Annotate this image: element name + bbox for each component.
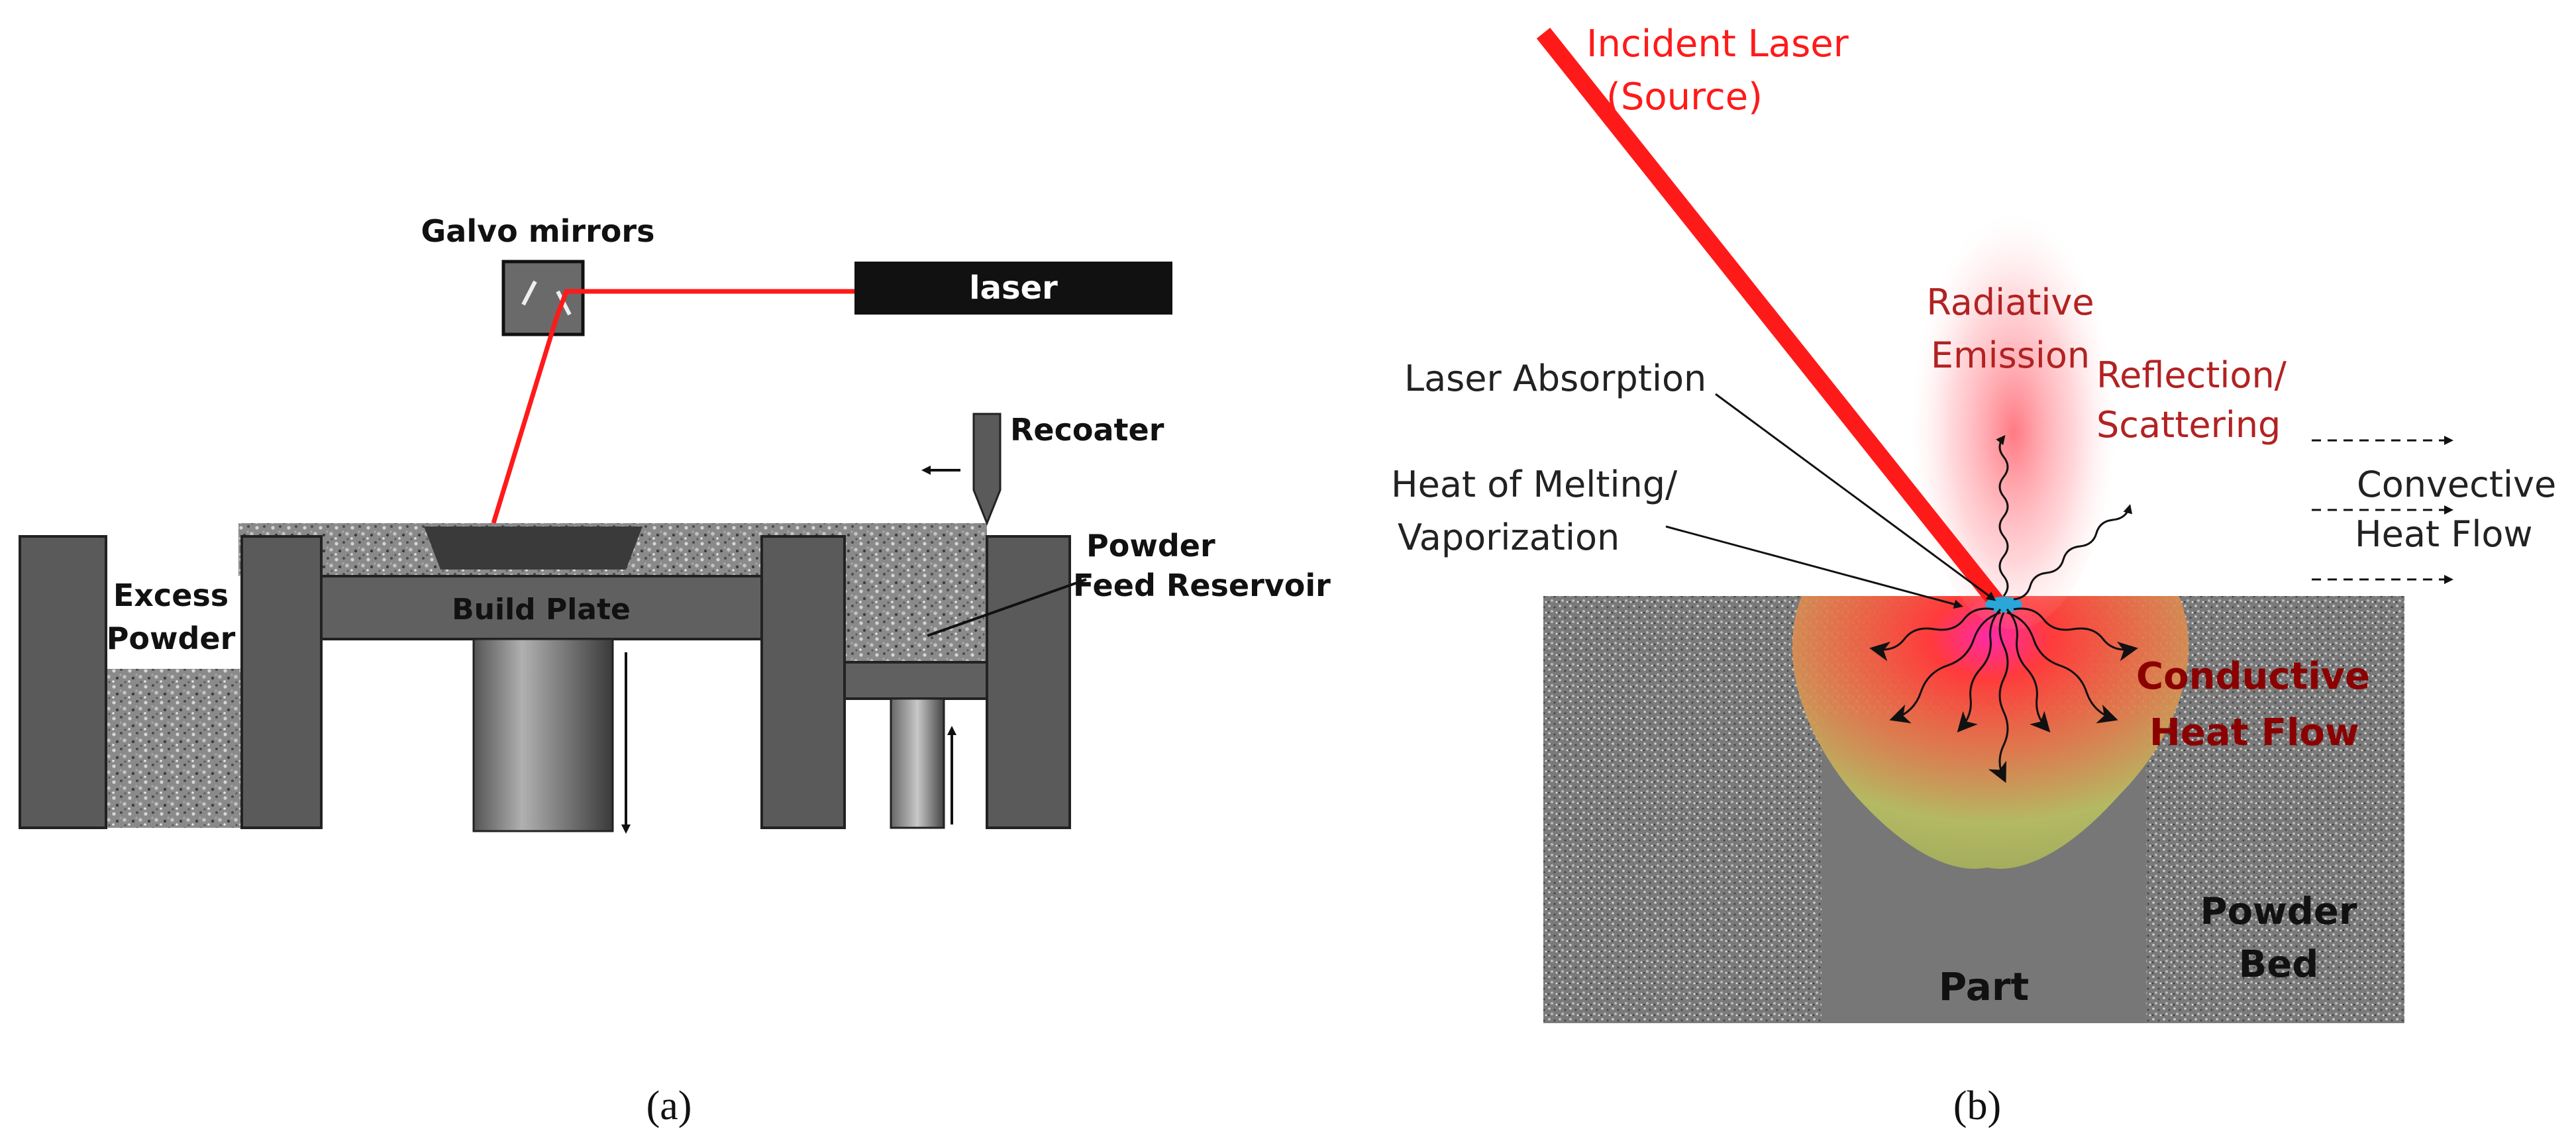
radiative-label-2: Emission xyxy=(1931,334,2090,376)
recoater-label: Recoater xyxy=(1010,412,1164,448)
radiative-plume xyxy=(1911,192,2116,629)
melting-label-2: Vaporization xyxy=(1398,517,1620,558)
melting-pointer xyxy=(1665,525,1963,609)
feed-plate xyxy=(843,661,988,700)
galvo-mirror-1 xyxy=(521,280,537,306)
part-label: Part xyxy=(1939,964,2029,1009)
conductive-arrow-left-mid xyxy=(1957,608,2002,732)
melted-part xyxy=(424,526,643,570)
conductive-arrow-right-mid xyxy=(2006,608,2051,732)
conductive-arrow-right-low xyxy=(2006,611,2118,724)
powder-feed-pointer xyxy=(927,578,1087,637)
convective-label-1: Convective xyxy=(2357,464,2556,505)
excess-powder-label-1: Excess xyxy=(113,577,229,613)
powder-bed-label-1: Powder xyxy=(2200,890,2357,933)
feed-piston xyxy=(890,697,945,829)
incident-laser-label-2: (Source) xyxy=(1606,75,1763,119)
galvo-mirror-box xyxy=(501,260,585,336)
conductive-label-1: Conductive xyxy=(2136,655,2370,698)
excess-powder-bin xyxy=(99,669,245,828)
right-outer-wall xyxy=(986,535,1071,829)
conductive-arrow-right-high xyxy=(2013,607,2138,662)
radiative-label-1: Radiative xyxy=(1926,281,2094,323)
reflection-label-2: Scattering xyxy=(2096,404,2281,446)
conductive-label-2: Heat Flow xyxy=(2149,711,2359,754)
panel-a-caption: (a) xyxy=(646,1083,692,1128)
powder-feed-label-2: Feed Reservoir xyxy=(1073,568,1331,603)
incident-laser-beam xyxy=(1536,27,2004,609)
build-plate-label: Build Plate xyxy=(452,593,631,626)
excess-powder-label-2: Powder xyxy=(107,621,236,656)
laser-box-label: laser xyxy=(969,270,1058,307)
powder-feed-label-1: Powder xyxy=(1086,528,1215,564)
left-outer-wall xyxy=(19,535,107,829)
laser-box xyxy=(854,262,1172,315)
melting-label-1: Heat of Melting/ xyxy=(1391,464,1678,505)
conductive-arrow-left-high xyxy=(1869,607,1994,662)
panel-a: Build Plate Recoater laser Galvo mirrors… xyxy=(19,213,1331,1128)
build-right-wall xyxy=(760,535,846,829)
convective-arrows xyxy=(2312,436,2453,584)
build-piston xyxy=(472,638,614,832)
radiative-emission-arrow xyxy=(1996,434,2009,597)
conductive-arrow-down xyxy=(1988,612,2009,783)
recoater-blade xyxy=(972,413,1002,526)
melt-pool xyxy=(1792,596,2189,869)
absorption-pointer xyxy=(1715,393,1996,601)
galvo-mirrors-label: Galvo mirrors xyxy=(421,213,655,249)
reflection-arrow xyxy=(2013,504,2133,601)
panel-b-caption: (b) xyxy=(1953,1083,2001,1128)
convective-label-2: Heat Flow xyxy=(2355,513,2533,555)
build-left-wall xyxy=(240,535,323,829)
laser-beam-path xyxy=(491,289,854,524)
panel-b: Incident Laser (Source) Radiative Emissi… xyxy=(1391,23,2556,1128)
conductive-arrow-left-low xyxy=(1889,611,2001,724)
powder-bed-label-2: Bed xyxy=(2239,943,2319,986)
incident-laser-label-1: Incident Laser xyxy=(1586,23,1849,66)
heat-arrows xyxy=(1869,434,2138,783)
reflection-label-1: Reflection/ xyxy=(2096,354,2287,396)
laser-absorption-label: Laser Absorption xyxy=(1404,358,1706,399)
